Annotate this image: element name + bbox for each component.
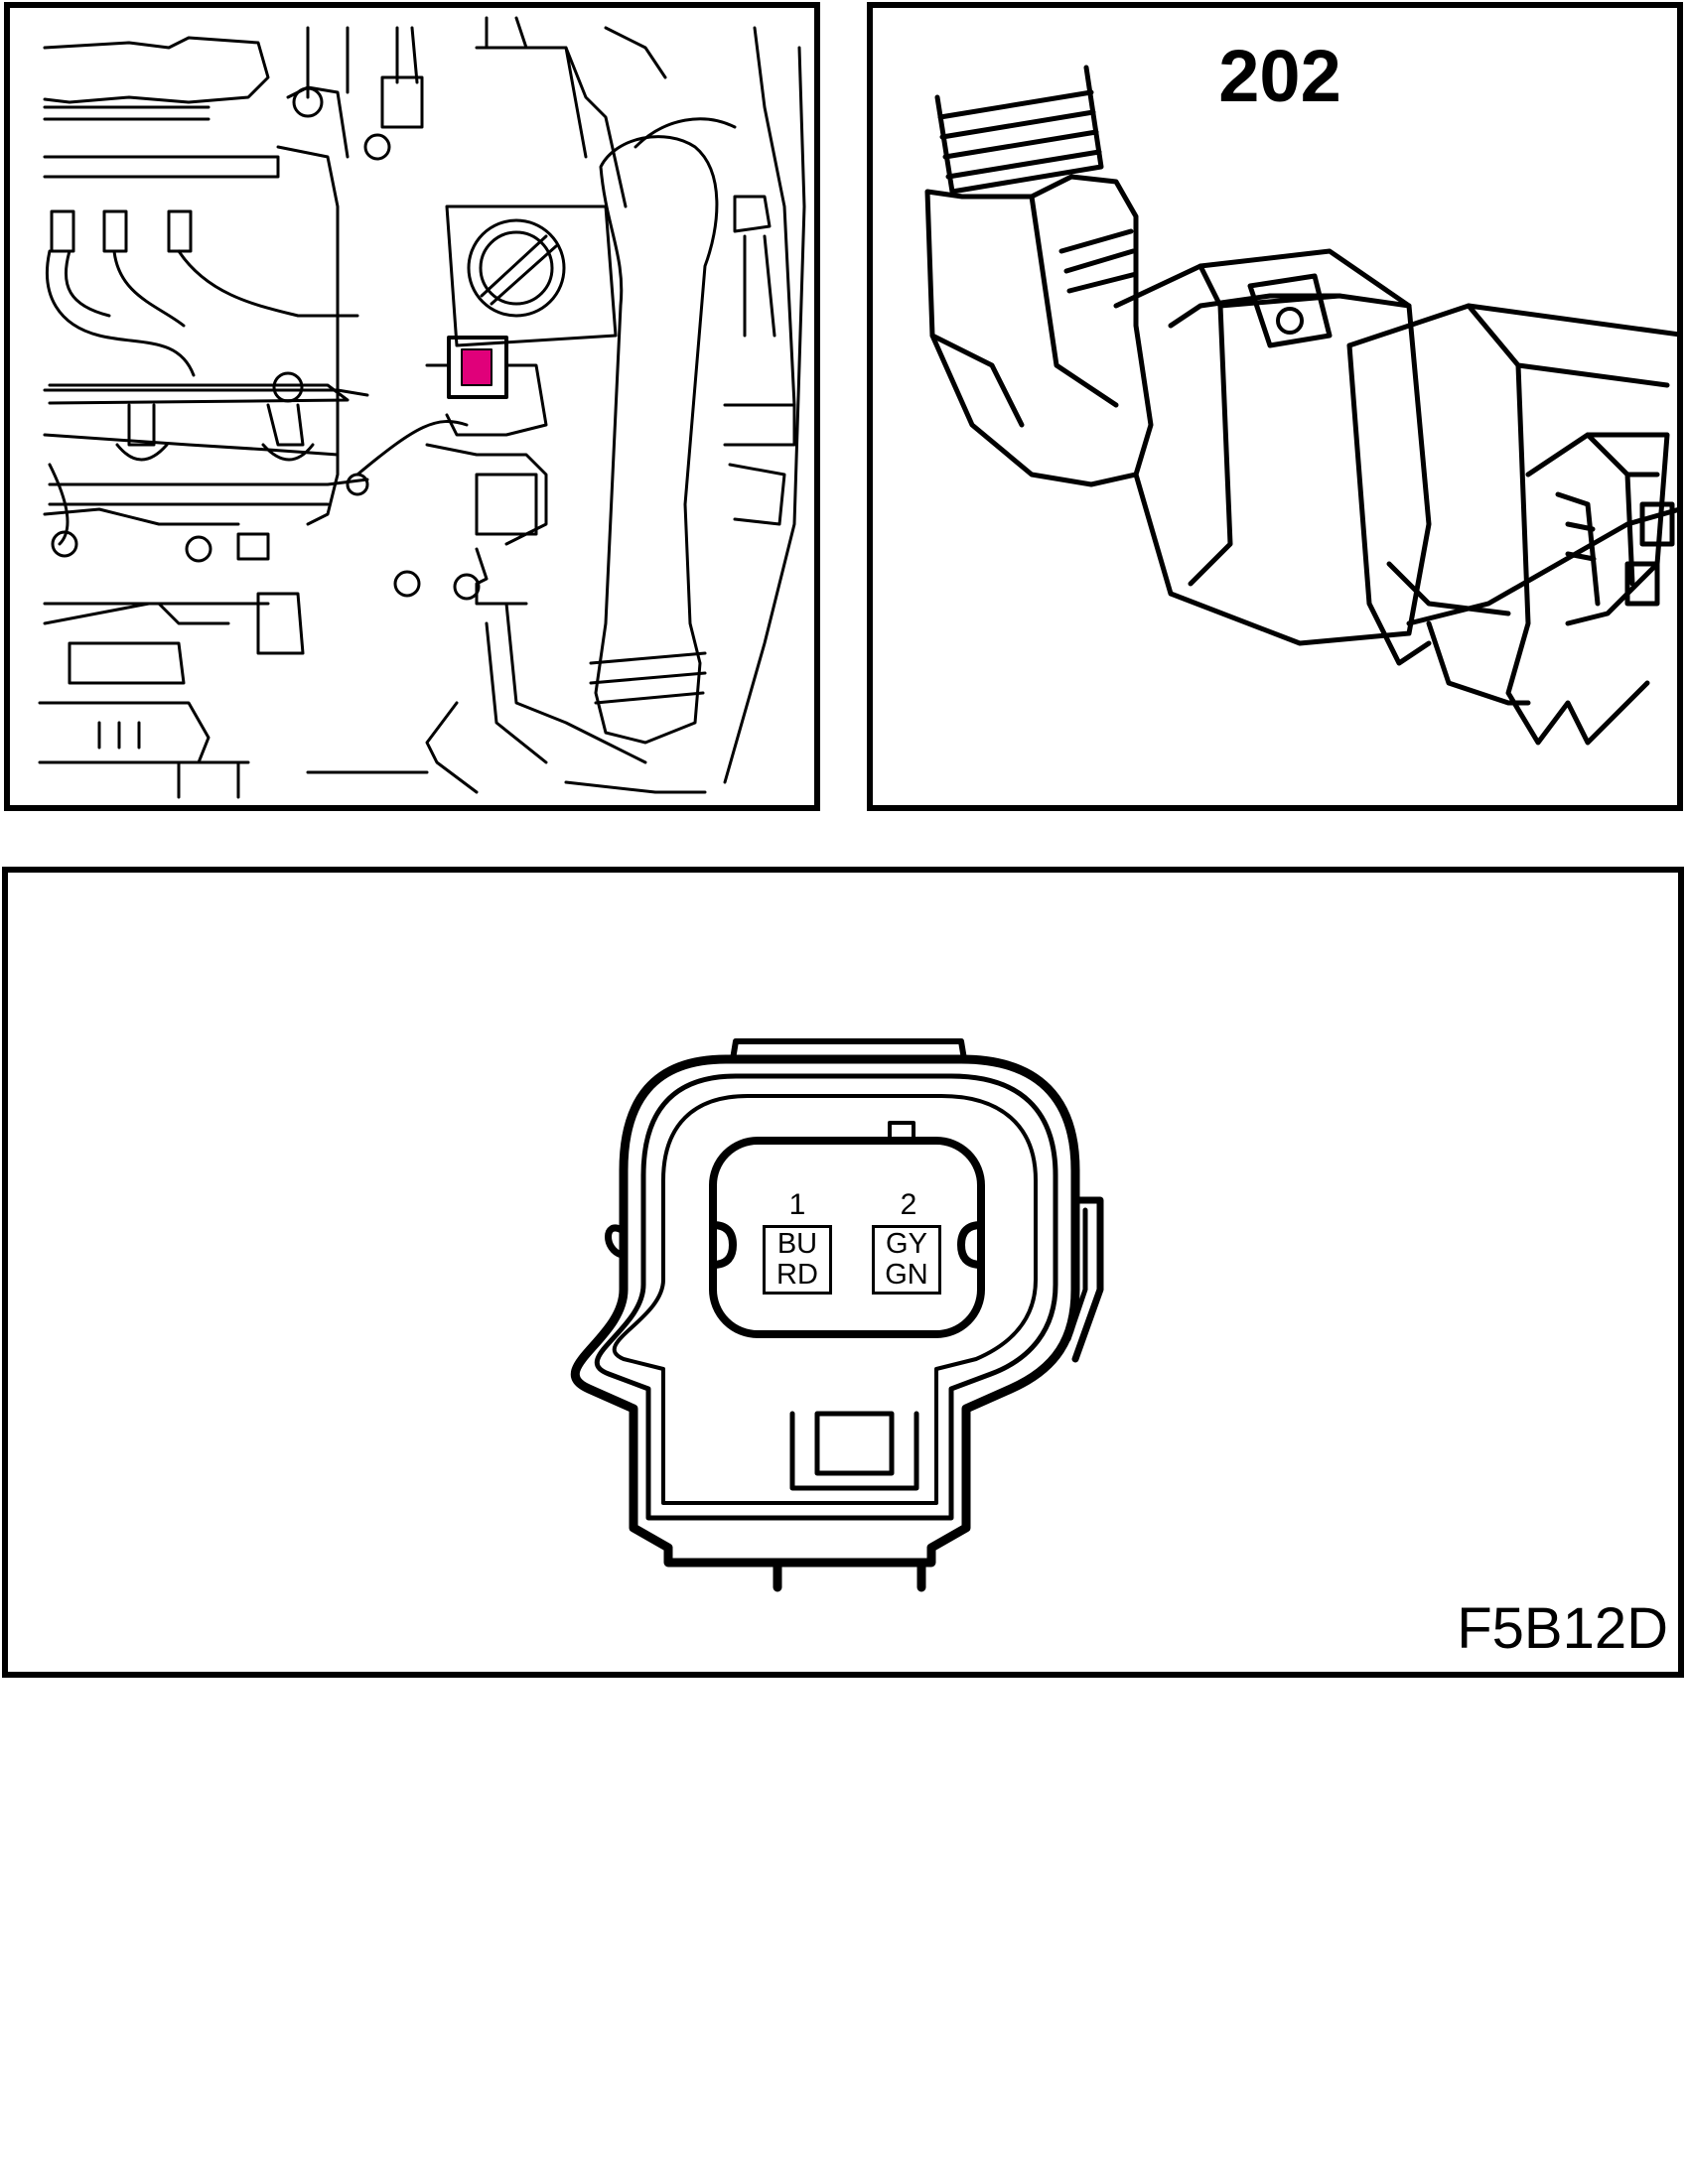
figure-code: F5B12D bbox=[1457, 1596, 1668, 1661]
pin-2-number: 2 bbox=[900, 1188, 917, 1221]
engine-bay-drawing bbox=[38, 16, 806, 799]
pin-1-wire-colors: BU RD bbox=[763, 1225, 832, 1295]
connector-location-marker bbox=[461, 348, 492, 386]
pin-2-color-b: GN bbox=[885, 1259, 928, 1291]
connector-3d-panel: 202 bbox=[867, 2, 1683, 811]
connector-3d-drawing bbox=[924, 65, 1677, 746]
connector-face-panel: 1 2 BU RD GY GN F5B12D bbox=[2, 867, 1684, 1678]
connector-face-drawing bbox=[570, 1038, 1104, 1592]
pin-1-number: 1 bbox=[788, 1188, 806, 1221]
pin-2-wire-colors: GY GN bbox=[872, 1225, 941, 1295]
engine-location-panel bbox=[4, 2, 820, 811]
pin-1-color-b: RD bbox=[776, 1259, 818, 1291]
connector-number-label: 202 bbox=[1218, 35, 1341, 117]
pin-2-color-a: GY bbox=[886, 1228, 927, 1260]
pin-1-color-a: BU bbox=[776, 1228, 818, 1260]
